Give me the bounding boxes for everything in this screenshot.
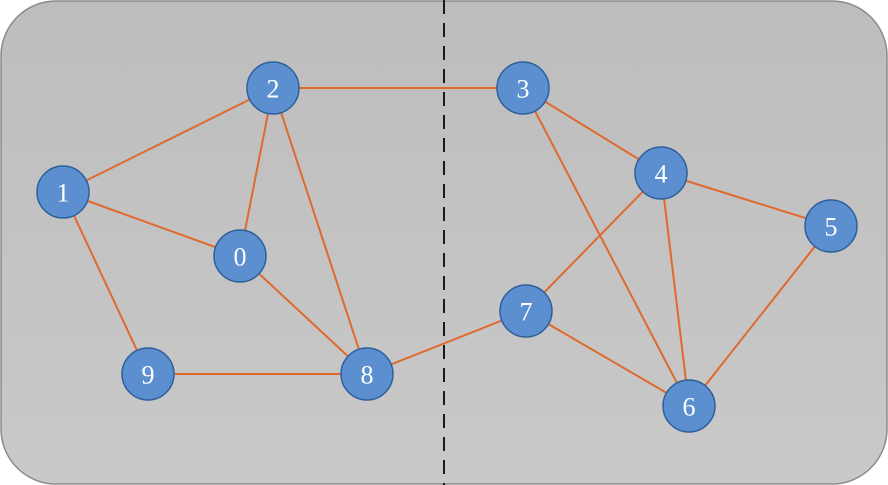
node-circle — [246, 61, 300, 115]
node-7: 7 — [499, 284, 553, 338]
node-3: 3 — [496, 61, 550, 115]
edge-5-6 — [688, 225, 832, 407]
node-label: 9 — [142, 361, 155, 390]
node-circle — [213, 229, 267, 283]
node-9: 9 — [121, 347, 175, 401]
node-label: 6 — [683, 393, 696, 422]
node-2: 2 — [246, 61, 300, 115]
node-4: 4 — [634, 146, 688, 200]
nodes-layer: 0 1 2 3 4 5 6 7 8 9 — [36, 61, 858, 433]
node-6: 6 — [662, 379, 716, 433]
edge-0-8 — [239, 255, 368, 375]
node-circle — [121, 347, 175, 401]
edge-2-0 — [239, 87, 274, 257]
node-label: 4 — [655, 160, 668, 189]
node-circle — [804, 199, 858, 253]
node-label: 8 — [361, 361, 374, 390]
node-0: 0 — [213, 229, 267, 283]
node-circle — [36, 165, 90, 219]
node-circle — [634, 146, 688, 200]
edge-1-9 — [62, 191, 149, 375]
node-label: 0 — [234, 243, 247, 272]
node-circle — [496, 61, 550, 115]
node-8: 8 — [340, 347, 394, 401]
edge-3-6 — [522, 87, 690, 407]
edge-3-4 — [522, 87, 662, 174]
edge-8-7 — [366, 310, 527, 375]
node-circle — [340, 347, 394, 401]
node-5: 5 — [804, 199, 858, 253]
edge-1-0 — [62, 191, 241, 257]
node-1: 1 — [36, 165, 90, 219]
edge-4-7 — [525, 172, 662, 312]
node-label: 5 — [825, 213, 838, 242]
node-label: 2 — [267, 75, 280, 104]
node-label: 3 — [517, 75, 530, 104]
edge-4-5 — [660, 172, 832, 227]
edge-4-6 — [660, 172, 690, 407]
node-circle — [499, 284, 553, 338]
edge-2-8 — [272, 87, 368, 375]
edges-layer — [62, 87, 832, 407]
node-label: 1 — [57, 179, 70, 208]
node-label: 7 — [520, 298, 533, 327]
edge-7-6 — [525, 310, 690, 407]
edge-1-2 — [62, 87, 274, 193]
node-circle — [662, 379, 716, 433]
